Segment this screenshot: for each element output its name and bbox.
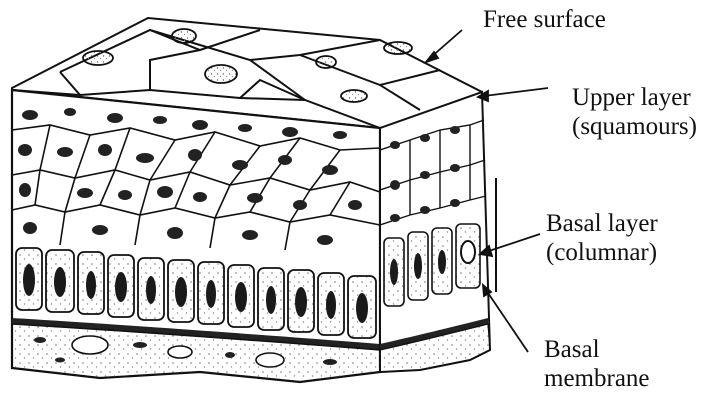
label-free-surface: Free surface — [483, 6, 606, 35]
label-basal-membrane: Basal membrane — [544, 336, 650, 394]
label-basal-layer-line1: Basal layer — [546, 210, 658, 239]
label-basal-layer: Basal layer (columnar) — [546, 210, 658, 268]
label-basal-membrane-line2: membrane — [544, 365, 650, 394]
label-upper-layer: Upper layer (squamours) — [572, 84, 697, 142]
side-face — [380, 92, 490, 372]
label-free-surface-text: Free surface — [483, 6, 606, 35]
label-upper-layer-line2: (squamours) — [572, 113, 697, 142]
highlighted-basal-nucleus — [461, 241, 475, 263]
label-upper-layer-line1: Upper layer — [572, 84, 697, 113]
label-basal-membrane-line1: Basal — [544, 336, 650, 365]
label-basal-layer-line2: (columnar) — [546, 239, 658, 268]
